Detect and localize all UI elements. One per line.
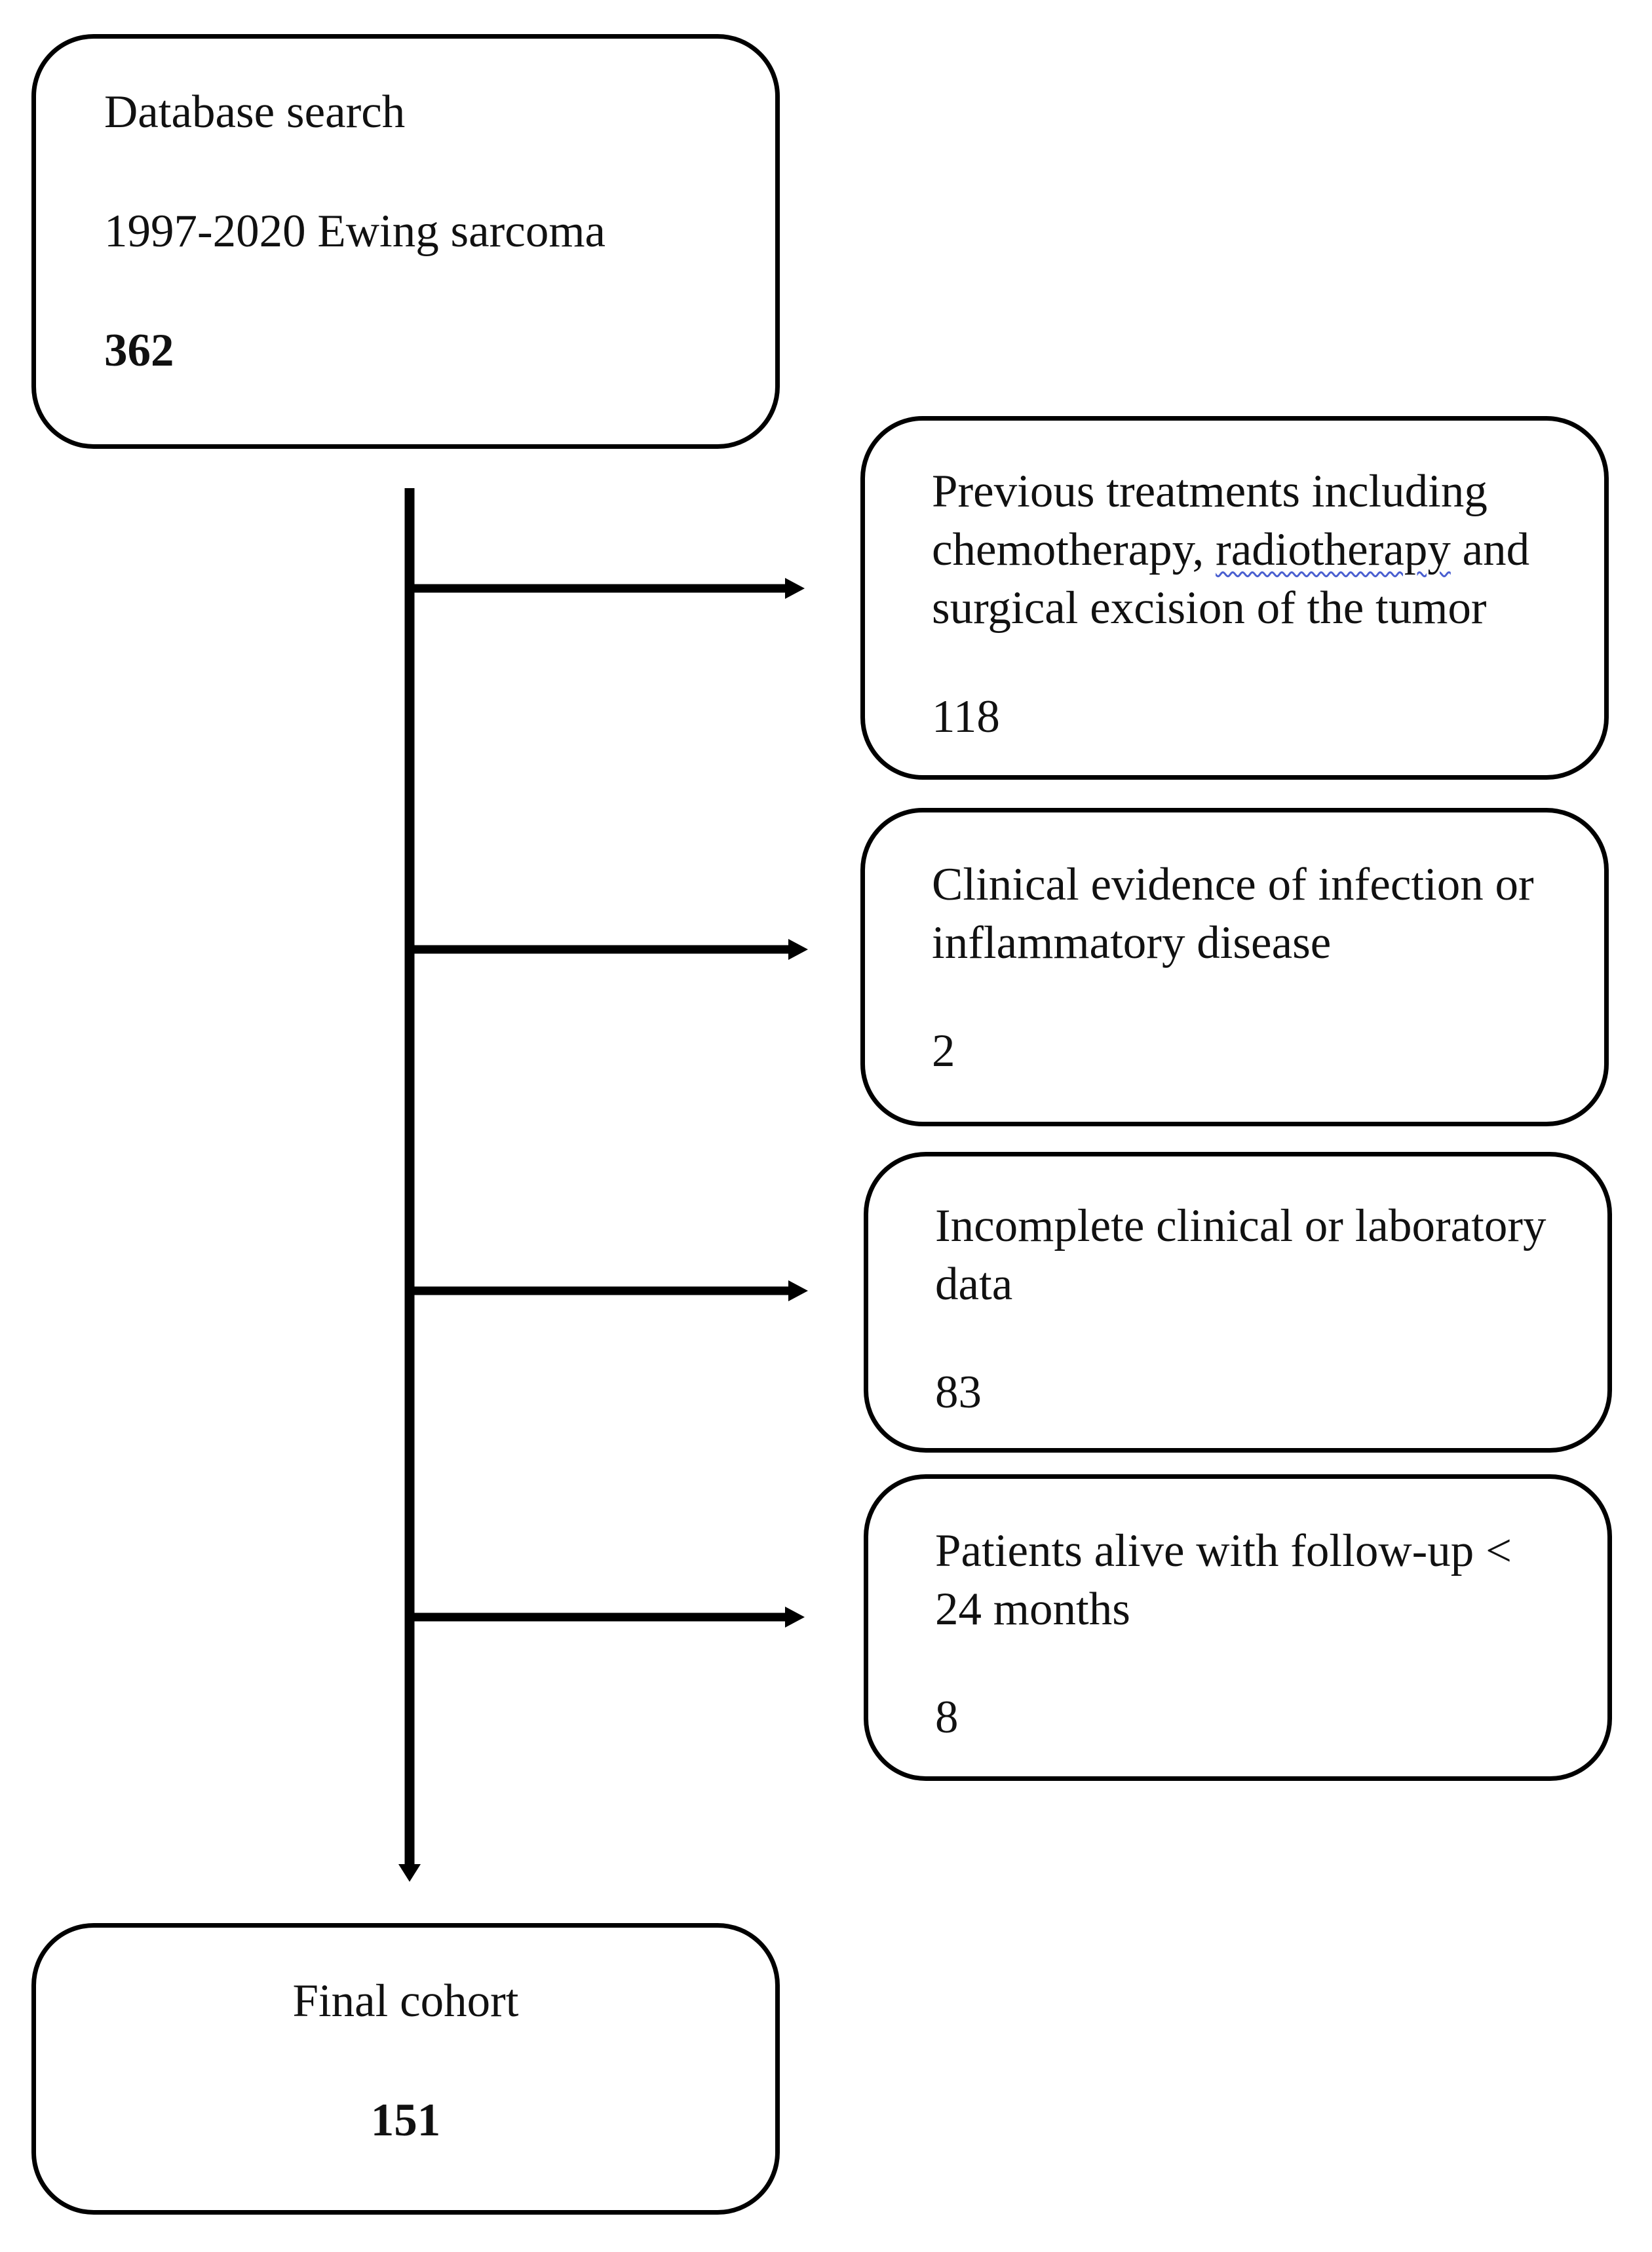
exclusion-arrow-3-head xyxy=(788,1280,808,1301)
database-search-period: 1997-2020 Ewing sarcoma xyxy=(104,206,606,257)
exclusion-arrow-1-head xyxy=(785,578,805,599)
exclusion-box-prior-treatment: Previous treatments including chemothera… xyxy=(860,416,1609,780)
final-cohort-title: Final cohort xyxy=(292,1975,519,2027)
main-flow-arrowhead xyxy=(398,1864,421,1882)
exclusion-4-line-1: Patients alive with follow-up < xyxy=(935,1525,1512,1576)
exclusion-1-count: 118 xyxy=(932,691,1000,742)
exclusion-box-short-follow-up: Patients alive with follow-up < 24 month… xyxy=(864,1474,1612,1781)
exclusion-1-word-and: and xyxy=(1462,524,1530,575)
database-search-box: Database search 1997-2020 Ewing sarcoma … xyxy=(31,34,780,449)
exclusion-1-line-1: Previous treatments including xyxy=(932,466,1488,517)
exclusion-3-line-1: Incomplete clinical or laboratory xyxy=(935,1200,1546,1251)
exclusion-2-count: 2 xyxy=(932,1025,955,1077)
exclusion-1-word-chemotherapy: chemotherapy, xyxy=(932,524,1204,575)
exclusion-2-line-1: Clinical evidence of infection or xyxy=(932,859,1534,910)
exclusion-2-line-2: inflammatory disease xyxy=(932,917,1332,968)
exclusion-arrow-4-head xyxy=(785,1607,805,1628)
exclusion-1-line-3: surgical excision of the tumor xyxy=(932,582,1487,634)
exclusion-4-count: 8 xyxy=(935,1692,959,1743)
exclusion-4-line-2: 24 months xyxy=(935,1584,1130,1635)
final-cohort-box: Final cohort 151 xyxy=(31,1923,780,2215)
exclusion-arrow-2-head xyxy=(788,939,808,960)
database-search-title: Database search xyxy=(104,86,406,138)
exclusion-box-infection: Clinical evidence of infection or inflam… xyxy=(860,808,1609,1126)
exclusion-1-word-radiotherapy: radiotherapy xyxy=(1216,524,1451,575)
final-cohort-count: 151 xyxy=(370,2095,441,2146)
database-search-count: 362 xyxy=(104,325,174,376)
exclusion-1-line-2: chemotherapy, radiotherapy and xyxy=(932,521,1529,579)
exclusion-box-incomplete-data: Incomplete clinical or laboratory data 8… xyxy=(864,1152,1612,1453)
exclusion-3-count: 83 xyxy=(935,1367,982,1418)
exclusion-3-line-2: data xyxy=(935,1259,1013,1310)
